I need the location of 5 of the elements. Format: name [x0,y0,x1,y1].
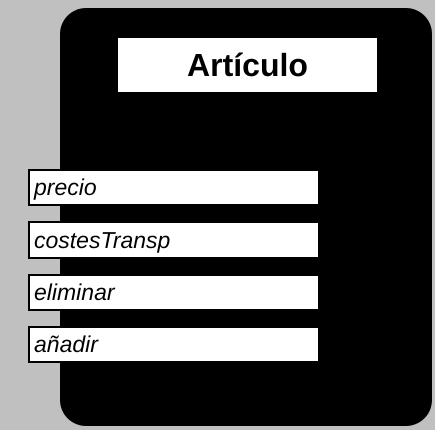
method-box: precio [28,169,320,206]
method-box: añadir [28,326,320,363]
class-title: Artículo [118,38,377,92]
method-box: costesTransp [28,221,320,259]
method-box: eliminar [28,274,320,311]
